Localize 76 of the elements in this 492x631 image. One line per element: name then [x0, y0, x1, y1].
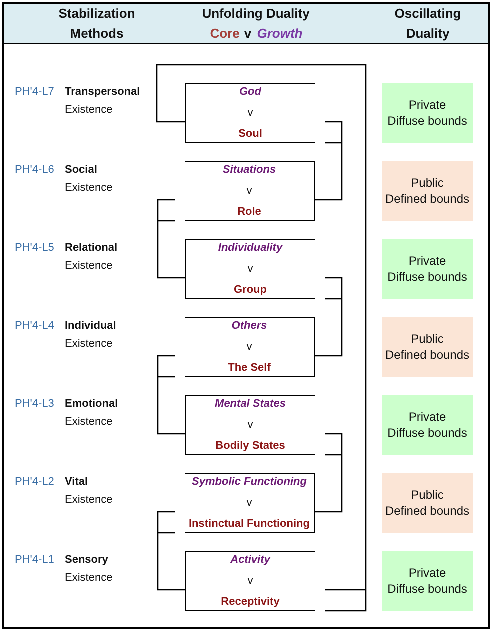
- column-header: Oscillating Duality: [394, 5, 462, 43]
- level-code: PH'4-L7: [15, 85, 54, 100]
- core-term: Instinctual Functioning: [189, 517, 310, 531]
- level-code: PH'4-L1: [15, 553, 54, 568]
- growth-term: Others: [232, 319, 268, 333]
- bracket-connector: [157, 199, 186, 279]
- level-name: Transpersonal Existence: [65, 85, 140, 118]
- duality-bracket: [185, 161, 315, 221]
- boundary-kind: Private: [408, 565, 446, 581]
- column-subheader: Core: [210, 25, 240, 43]
- duality-bracket: [185, 83, 315, 143]
- bracket-connector: [314, 433, 343, 513]
- boundary-kind: Private: [408, 253, 446, 269]
- growth-term: Symbolic Functioning: [192, 475, 307, 489]
- boundary-box: [382, 551, 473, 611]
- level-name: Sensory Existence: [65, 553, 113, 586]
- boundary-box: [382, 395, 473, 455]
- boundary-description: Defined bounds: [385, 191, 470, 207]
- versus-label: v: [248, 106, 254, 120]
- versus-label: v: [248, 262, 254, 276]
- boundary-kind: Private: [408, 409, 446, 425]
- boundary-kind: Private: [408, 97, 446, 113]
- versus-label: v: [246, 496, 252, 510]
- boundary-description: Diffuse bounds: [388, 269, 468, 285]
- bracket-connector: [314, 121, 343, 201]
- boundary-description: Diffuse bounds: [388, 113, 468, 129]
- boundary-description: Defined bounds: [385, 347, 470, 363]
- boundary-box: [382, 239, 473, 299]
- core-term: Bodily States: [216, 439, 286, 453]
- boundary-description: Diffuse bounds: [388, 425, 468, 441]
- boundary-box: [382, 161, 473, 221]
- boundary-kind: Public: [411, 487, 444, 503]
- core-term: Receptivity: [221, 595, 280, 609]
- duality-bracket: [185, 239, 315, 299]
- level-name: Social Existence: [65, 163, 113, 196]
- boundary-kind: Public: [411, 175, 444, 191]
- level-code: PH'4-L6: [15, 163, 54, 178]
- duality-bracket: [185, 317, 315, 377]
- boundary-description: Diffuse bounds: [388, 581, 468, 597]
- bracket-connector: [157, 511, 186, 591]
- versus-label: v: [248, 418, 254, 432]
- boundary-description: Defined bounds: [385, 503, 470, 519]
- column-subheader: v: [244, 25, 252, 43]
- boundary-box: [382, 83, 473, 143]
- duality-bracket: [185, 551, 315, 611]
- column-header: Unfolding Duality: [202, 5, 310, 23]
- versus-label: v: [248, 574, 254, 588]
- growth-term: Situations: [222, 163, 276, 177]
- level-name: Emotional Existence: [65, 397, 118, 430]
- growth-term: God: [240, 85, 262, 99]
- core-term: Soul: [238, 127, 262, 141]
- bracket-connector: [157, 355, 186, 435]
- level-name: Relational Existence: [65, 241, 118, 274]
- boundary-box: [382, 473, 473, 533]
- core-term: The Self: [228, 361, 271, 375]
- duality-bracket: [185, 473, 315, 533]
- level-name: Individual Existence: [65, 319, 116, 352]
- boundary-box: [382, 317, 473, 377]
- core-term: Group: [234, 283, 267, 297]
- level-code: PH'4-L2: [15, 475, 54, 490]
- core-term: Role: [238, 205, 262, 219]
- level-name: Vital Existence: [65, 475, 113, 508]
- growth-term: Activity: [230, 553, 270, 567]
- boundary-kind: Public: [411, 331, 444, 347]
- versus-label: v: [246, 184, 252, 198]
- level-code: PH'4-L3: [15, 397, 54, 412]
- duality-bracket: [185, 395, 315, 455]
- column-subheader: Growth: [257, 25, 303, 43]
- versus-label: v: [246, 340, 252, 354]
- level-code: PH'4-L5: [15, 241, 54, 256]
- column-header: Stabilization Methods: [58, 5, 136, 43]
- bracket-connector: [314, 277, 343, 357]
- level-code: PH'4-L4: [15, 319, 54, 334]
- bracket-connector: [156, 64, 367, 612]
- growth-term: Individuality: [218, 241, 283, 255]
- growth-term: Mental States: [215, 397, 286, 411]
